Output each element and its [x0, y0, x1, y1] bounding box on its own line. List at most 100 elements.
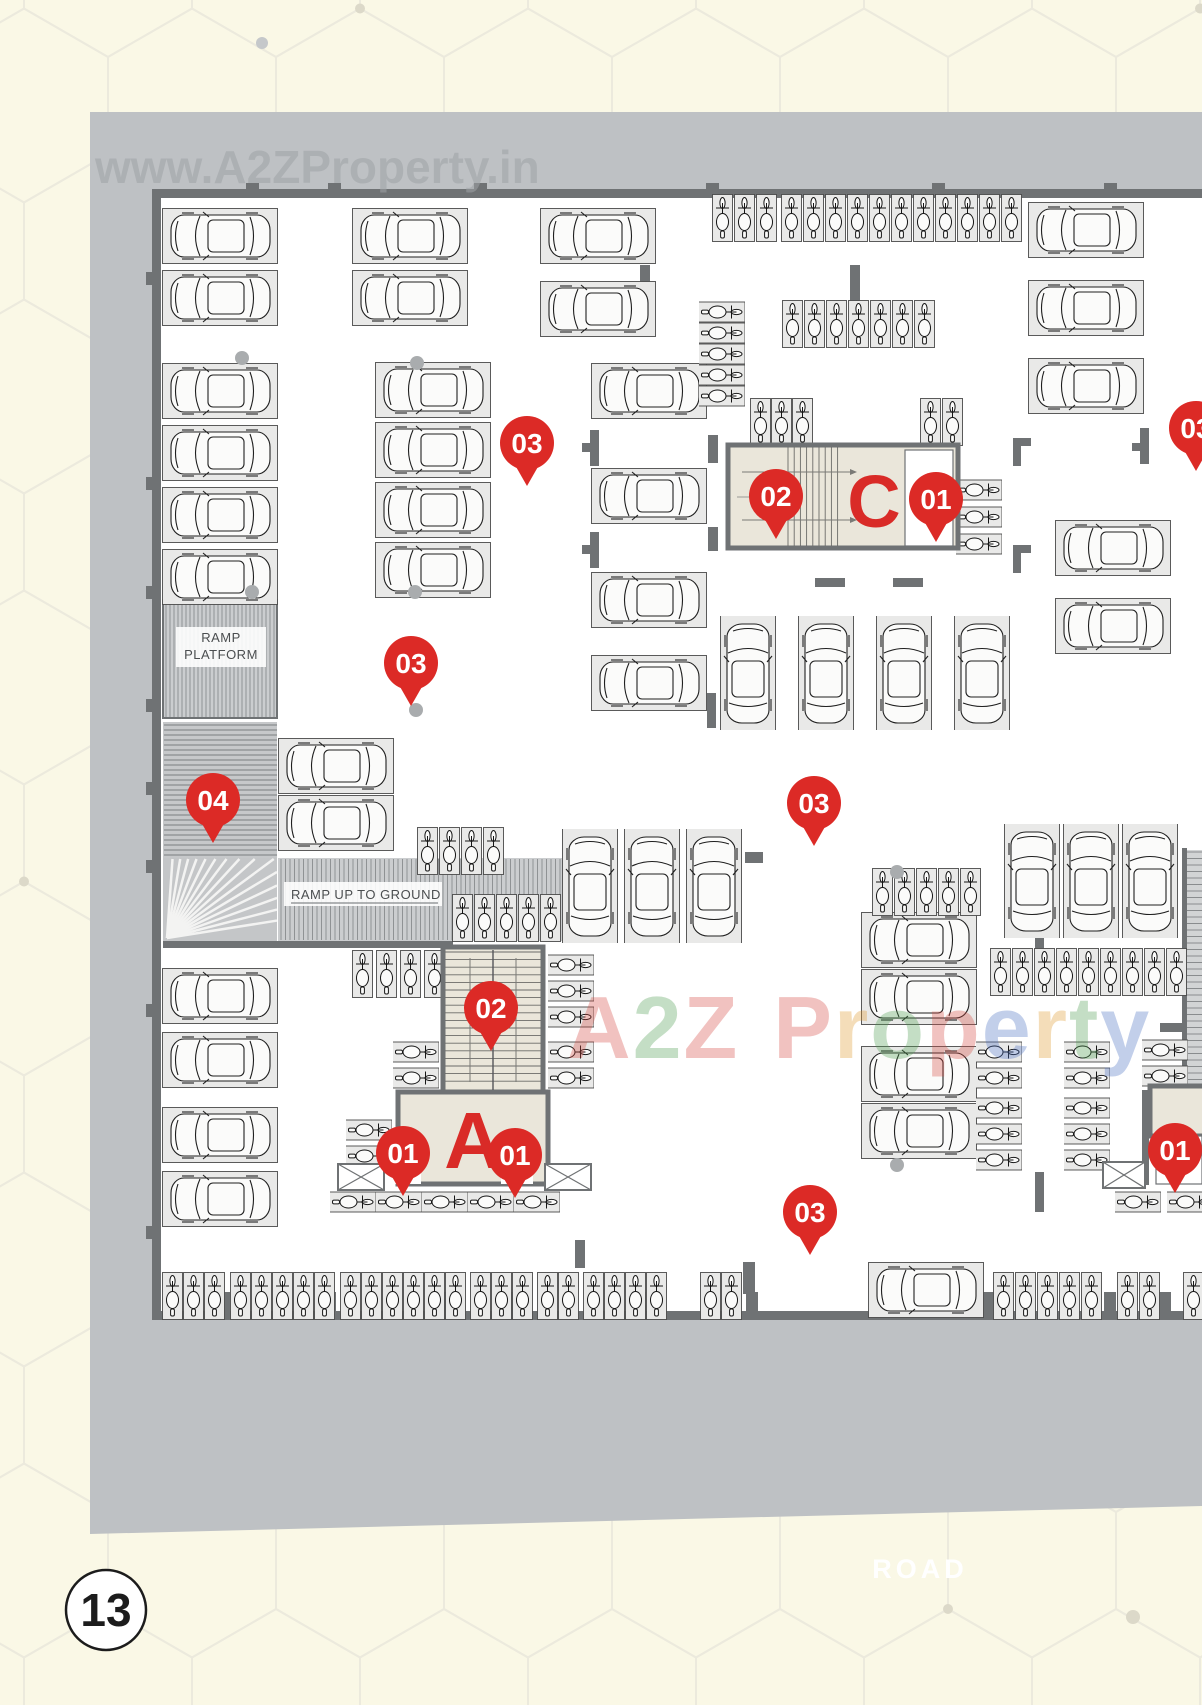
location-pin: 03: [783, 1185, 837, 1255]
car-stall: [1056, 521, 1171, 576]
scooter-stall: [205, 1273, 225, 1320]
scooter-stall: [1082, 1273, 1102, 1320]
car-stall: [163, 271, 278, 326]
scooter-stall: [475, 895, 495, 942]
scooter-stall: [917, 869, 937, 916]
car-stall: [163, 488, 278, 543]
page-number-badge: 13: [64, 1568, 148, 1652]
scooter-stall: [315, 1273, 335, 1320]
scooter-stall: [538, 1273, 558, 1320]
location-pin-label: 03: [1180, 413, 1202, 444]
lift-x-box: [1102, 1161, 1146, 1189]
location-pin-label: 02: [760, 481, 791, 512]
car-stall: [799, 616, 854, 731]
lift-x-box: [544, 1163, 592, 1191]
scooter-stall: [418, 828, 438, 875]
car-stall: [877, 616, 932, 731]
scooter-stall: [892, 195, 912, 242]
scooter-stall: [541, 895, 561, 942]
location-pins: 030304020103020101030103: [186, 401, 1202, 1255]
location-pin-label: 02: [475, 993, 506, 1024]
brand-watermark-letter: Z: [684, 978, 740, 1077]
scooter-stall: [921, 399, 941, 446]
scooter-stall: [994, 1273, 1014, 1320]
scooter-stall: [497, 895, 517, 942]
scooter-stall: [559, 1273, 579, 1320]
scooter-stall: [873, 869, 893, 916]
scooter-stall: [871, 301, 891, 348]
scooter-stall: [404, 1273, 424, 1320]
walls: [152, 189, 1202, 1320]
scooter-stall: [273, 1273, 293, 1320]
brand-watermark-letter: P: [773, 978, 834, 1077]
scooter-stall: [698, 344, 745, 364]
lift-x-box: [337, 1163, 385, 1191]
top-wall: [158, 189, 1202, 198]
scooter-stall: [936, 195, 956, 242]
scooter-stall: [1118, 1273, 1138, 1320]
scooter-stall: [958, 195, 978, 242]
scooter-stall: [698, 365, 745, 385]
car-stall: [592, 469, 707, 524]
car-stall: [279, 796, 394, 851]
right-edge-ramp-hatch: [1182, 848, 1202, 1144]
scooter-stall: [440, 828, 460, 875]
location-pin: 03: [787, 776, 841, 846]
scooter-stall: [471, 1273, 491, 1320]
car-stall: [1064, 824, 1119, 939]
scooter-stall: [975, 1124, 1022, 1144]
scooter-stall: [975, 1150, 1022, 1170]
car-stall: [541, 209, 656, 264]
car-stall: [541, 282, 656, 337]
scooter-stall: [1166, 1192, 1202, 1212]
location-pin-label: 03: [395, 648, 426, 679]
location-pin: 01: [1148, 1123, 1202, 1193]
car-stall: [376, 543, 491, 598]
scooter-stall: [513, 1273, 533, 1320]
scooter-stall: [294, 1273, 314, 1320]
scooter-stall: [1016, 1273, 1036, 1320]
lift-boxes: [337, 1161, 1146, 1191]
ramp-up-label: RAMP UP TO GROUND: [291, 887, 441, 902]
scooter-stall: [401, 951, 421, 998]
location-pin: 04: [186, 773, 240, 843]
scooter-stall: [425, 1273, 445, 1320]
scooter-stall: [735, 195, 755, 242]
scooter-stall: [1063, 1124, 1110, 1144]
brand-watermark-letter: r: [1033, 978, 1069, 1077]
car-stall: [279, 739, 394, 794]
scooter-stall: [377, 951, 397, 998]
location-pin-label: 01: [1159, 1135, 1190, 1166]
scooter-stall: [943, 399, 963, 446]
column-dots: [235, 351, 904, 1172]
scooter-stall: [375, 1192, 422, 1212]
car-stall: [687, 829, 742, 944]
scooter-stall: [980, 195, 1000, 242]
scooter-stall: [513, 1192, 560, 1212]
scooter-stall: [467, 1192, 514, 1212]
location-pin: 03: [500, 416, 554, 486]
scooter-stall: [184, 1273, 204, 1320]
car-stall: [1029, 203, 1144, 258]
location-pin: 01: [376, 1126, 430, 1196]
scooter-stall: [915, 301, 935, 348]
scooter-stall: [605, 1273, 625, 1320]
scooter-stall: [1038, 1273, 1058, 1320]
scooter-stall: [462, 828, 482, 875]
brand-watermark-letter: A: [567, 978, 633, 1077]
scooter-stall: [751, 399, 771, 446]
scooter-stall: [975, 1098, 1022, 1118]
scooter-stall: [955, 507, 1002, 527]
scooter-stall: [421, 1192, 468, 1212]
location-pin: 01: [909, 472, 963, 542]
brand-watermark-letter: p: [926, 978, 982, 1077]
car-stall: [625, 829, 680, 944]
scooter-stall: [647, 1273, 667, 1320]
scooter-stall: [1063, 1098, 1110, 1118]
car-stall: [1056, 599, 1171, 654]
brand-watermark-letter: 2: [633, 978, 684, 1077]
scooter-stall: [849, 301, 869, 348]
scooter-stall: [362, 1273, 382, 1320]
car-stall: [163, 550, 278, 605]
